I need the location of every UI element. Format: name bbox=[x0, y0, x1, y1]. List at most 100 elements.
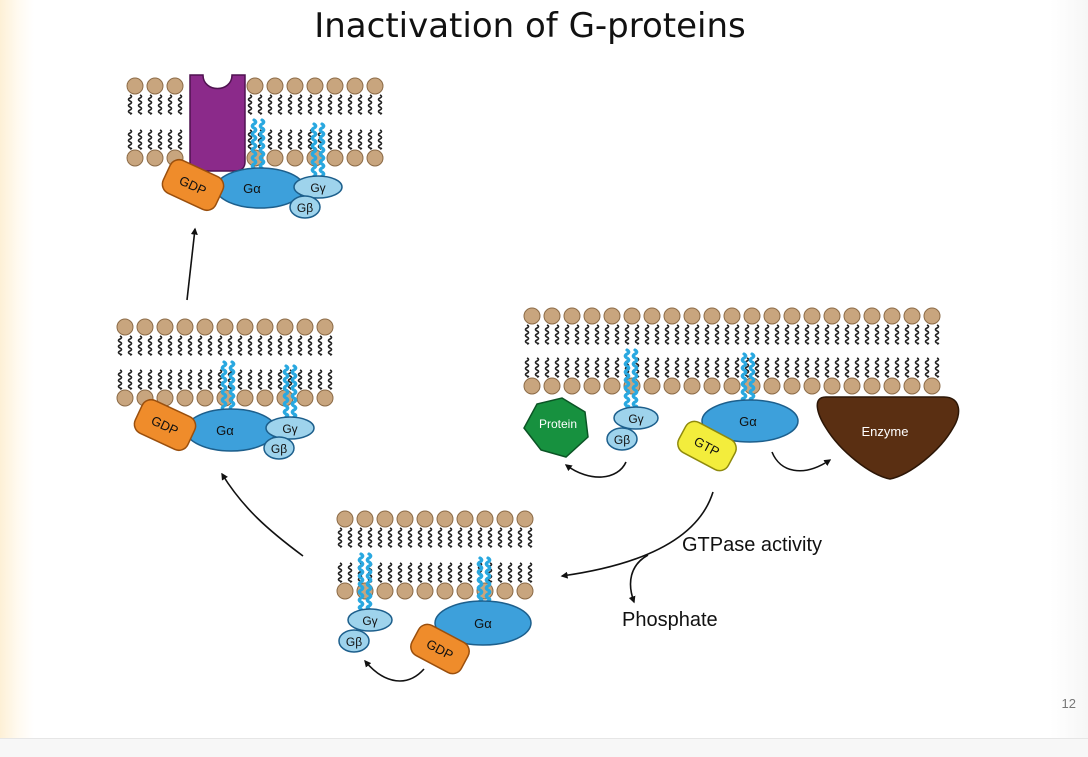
arrows bbox=[186, 227, 832, 682]
lipid-tail bbox=[287, 129, 293, 150]
lipid-tail bbox=[207, 369, 213, 390]
galpha-label-top: Gα bbox=[243, 181, 261, 196]
lipid-tail bbox=[217, 369, 223, 390]
lipid-head bbox=[863, 377, 881, 395]
lipid-tail bbox=[497, 527, 503, 548]
lipid-tail bbox=[814, 357, 820, 378]
lipid-tail bbox=[197, 369, 203, 390]
lipid-tail bbox=[307, 335, 313, 356]
galpha-subunit-bottom bbox=[434, 600, 532, 646]
gbeta-subunit-top bbox=[289, 195, 321, 219]
lipid-tail bbox=[654, 324, 660, 345]
lipid-tail bbox=[127, 94, 133, 115]
gbeta-label-right: Gβ bbox=[614, 433, 630, 447]
lipid-tail bbox=[287, 369, 293, 390]
lipid-tail bbox=[844, 357, 850, 378]
lipid-tail bbox=[924, 357, 930, 378]
lipid-tail bbox=[227, 369, 233, 390]
lipid-tail bbox=[217, 335, 223, 356]
lipid-tail bbox=[614, 324, 620, 345]
lipid-head bbox=[236, 389, 254, 407]
anchor-gamma-top bbox=[250, 118, 266, 170]
lipid-head bbox=[336, 510, 354, 528]
lipid-tail bbox=[167, 94, 173, 115]
lipid-tail bbox=[187, 369, 193, 390]
lipid-head bbox=[603, 377, 621, 395]
lipid-tail bbox=[247, 129, 253, 150]
lipid-tail bbox=[624, 324, 630, 345]
lipid-head bbox=[723, 307, 741, 325]
lipid-tail bbox=[694, 357, 700, 378]
lipid-tail bbox=[347, 129, 353, 150]
lipid-tail bbox=[724, 357, 730, 378]
lipid-tail bbox=[367, 94, 373, 115]
lipid-head bbox=[663, 307, 681, 325]
lipid-head bbox=[903, 377, 921, 395]
gbeta-subunit-left bbox=[263, 436, 295, 460]
lipid-tail bbox=[317, 369, 323, 390]
lipid-head bbox=[326, 77, 344, 95]
lipid-head bbox=[643, 377, 661, 395]
lipid-tail bbox=[564, 357, 570, 378]
lipid-head bbox=[336, 582, 354, 600]
anchor-alpha-top bbox=[310, 122, 326, 178]
lipid-tail bbox=[337, 94, 343, 115]
lipid-tail bbox=[357, 527, 363, 548]
lipid-tail bbox=[874, 324, 880, 345]
lipid-tail bbox=[177, 129, 183, 150]
lipid-tail bbox=[834, 357, 840, 378]
lipid-head bbox=[583, 377, 601, 395]
lipid-head bbox=[516, 510, 534, 528]
lipid-head bbox=[176, 389, 194, 407]
lipid-head bbox=[683, 377, 701, 395]
lipid-head bbox=[176, 318, 194, 336]
lipid-head bbox=[316, 318, 334, 336]
lipid-tail bbox=[297, 369, 303, 390]
lipid-head bbox=[256, 318, 274, 336]
lipid-tail bbox=[664, 324, 670, 345]
lipid-anchor-strand bbox=[748, 352, 756, 402]
lipid-bilayer-right bbox=[523, 307, 941, 395]
lipid-head bbox=[366, 149, 384, 167]
ggamma-label-right: Gγ bbox=[628, 412, 643, 426]
lipid-tail bbox=[784, 324, 790, 345]
lipid-tail bbox=[804, 324, 810, 345]
lipid-tail bbox=[187, 335, 193, 356]
lipid-tail bbox=[317, 335, 323, 356]
lipid-anchor-strand bbox=[228, 360, 236, 413]
lipid-tail bbox=[447, 527, 453, 548]
lipid-tail bbox=[277, 335, 283, 356]
lipid-tail bbox=[704, 357, 710, 378]
lipid-head bbox=[923, 307, 941, 325]
lipid-tail bbox=[377, 129, 383, 150]
lipid-tail bbox=[884, 324, 890, 345]
lipid-head bbox=[246, 77, 264, 95]
lipid-head bbox=[216, 318, 234, 336]
lipid-tail bbox=[177, 94, 183, 115]
lipid-tail bbox=[297, 94, 303, 115]
lipid-tail bbox=[774, 357, 780, 378]
lipid-head bbox=[763, 377, 781, 395]
lipid-tail bbox=[644, 357, 650, 378]
ggamma-subunit-left bbox=[265, 416, 315, 440]
ggamma-subunit-bottom bbox=[347, 608, 393, 632]
lipid-bilayer-bottom bbox=[336, 510, 534, 600]
lipid-tail bbox=[427, 527, 433, 548]
lipid-tail bbox=[267, 94, 273, 115]
lipid-anchor-strand bbox=[740, 352, 748, 402]
lipid-head bbox=[543, 307, 561, 325]
lipid-tail bbox=[507, 562, 513, 583]
lipid-head bbox=[196, 389, 214, 407]
lipid-head bbox=[156, 318, 174, 336]
lipid-head bbox=[146, 149, 164, 167]
lipid-tail bbox=[337, 527, 343, 548]
galpha-label-right: Gα bbox=[739, 414, 757, 429]
lipid-head bbox=[416, 582, 434, 600]
lipid-tail bbox=[177, 335, 183, 356]
lipid-tail bbox=[127, 129, 133, 150]
lipid-head bbox=[246, 149, 264, 167]
lipid-tail bbox=[137, 129, 143, 150]
lipid-anchor-strand bbox=[631, 348, 639, 409]
lipid-head bbox=[543, 377, 561, 395]
